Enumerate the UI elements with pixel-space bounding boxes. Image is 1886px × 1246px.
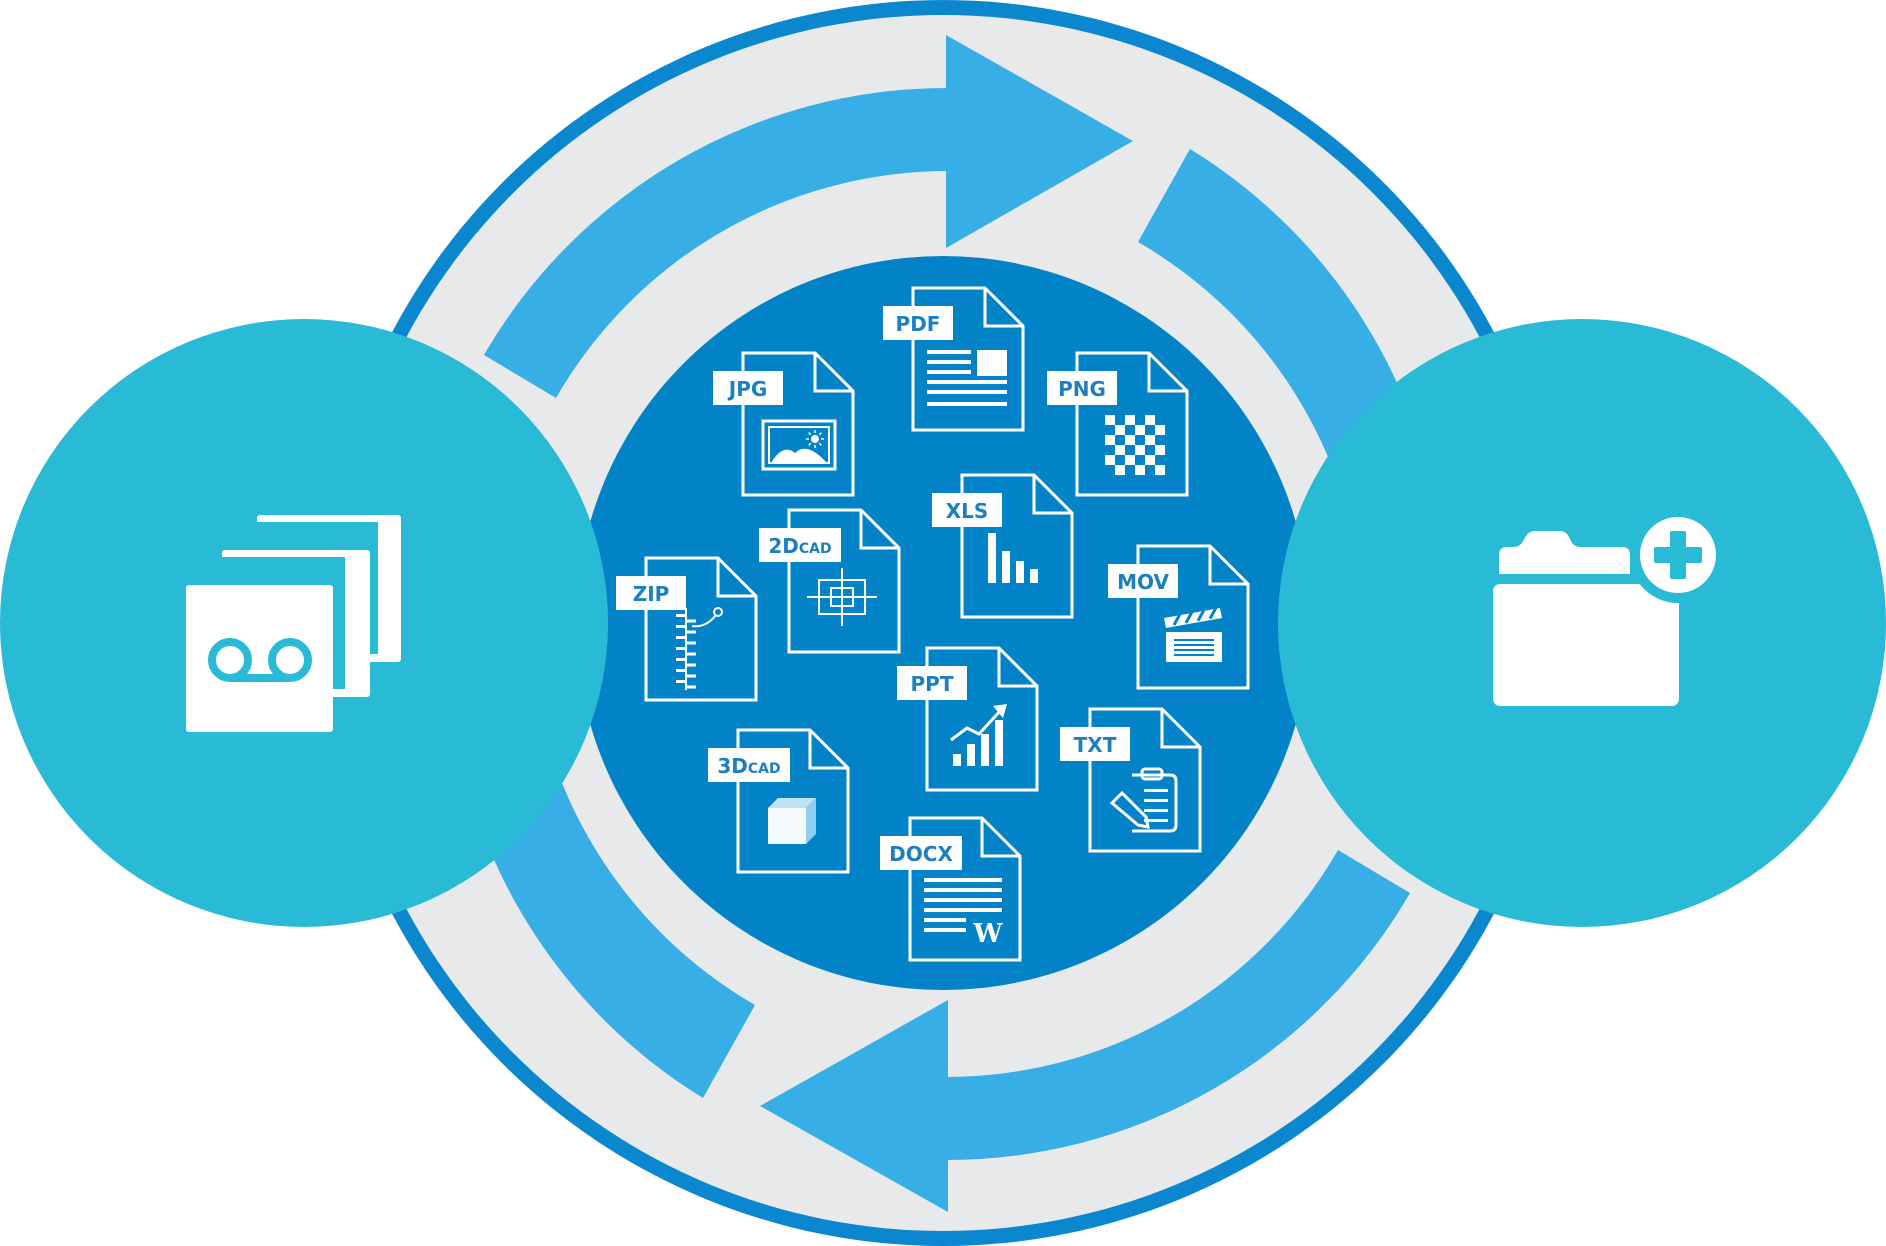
file-type-label: PNG bbox=[1058, 377, 1106, 401]
bar-chart-icon bbox=[988, 533, 1038, 583]
file-type-label-suffix: CAD bbox=[748, 761, 781, 777]
file-2dcad-icon: 2DCAD bbox=[759, 508, 901, 654]
file-type-label: PPT bbox=[911, 672, 954, 696]
file-type-label-suffix: CAD bbox=[799, 541, 832, 557]
cycle-arrow-top bbox=[484, 35, 1133, 398]
file-3dcad-icon: 3DCAD bbox=[708, 728, 850, 874]
file-type-label: TXT bbox=[1074, 733, 1117, 757]
file-zip-icon: ZIP bbox=[616, 556, 758, 702]
growth-chart-icon bbox=[950, 704, 1007, 766]
folder-add-icon bbox=[1493, 507, 1726, 706]
file-type-label: DOCX bbox=[889, 842, 953, 866]
image-icon bbox=[761, 419, 837, 471]
clipboard-pencil-icon bbox=[1109, 767, 1178, 833]
word-document-icon: W bbox=[924, 878, 1003, 949]
file-ppt-icon: PPT bbox=[897, 646, 1039, 792]
file-pdf-icon: PDF bbox=[883, 286, 1025, 432]
file-docx-icon: DOCX W bbox=[880, 816, 1022, 962]
file-mov-icon: MOV bbox=[1108, 544, 1250, 690]
file-type-label: JPG bbox=[727, 377, 768, 401]
checkerboard-icon bbox=[1105, 415, 1165, 475]
file-xls-icon: XLS bbox=[932, 473, 1074, 619]
file-type-label: ZIP bbox=[633, 582, 670, 606]
file-type-label: MOV bbox=[1117, 570, 1169, 594]
crosshair-icon bbox=[807, 568, 877, 626]
file-png-icon: PNG bbox=[1047, 351, 1189, 497]
file-jpg-icon: JPG bbox=[713, 351, 855, 497]
cycle-arrow-bottom bbox=[760, 850, 1410, 1212]
cube-icon bbox=[768, 798, 816, 844]
clapperboard-icon bbox=[1164, 606, 1222, 662]
file-type-label: XLS bbox=[946, 499, 989, 523]
svg-text:W: W bbox=[972, 919, 1003, 949]
document-text-icon bbox=[927, 350, 1007, 406]
file-txt-icon: TXT bbox=[1060, 707, 1202, 853]
file-type-label: PDF bbox=[896, 312, 941, 336]
voicemail-stack-icon bbox=[186, 515, 401, 732]
zipper-icon bbox=[676, 607, 723, 690]
